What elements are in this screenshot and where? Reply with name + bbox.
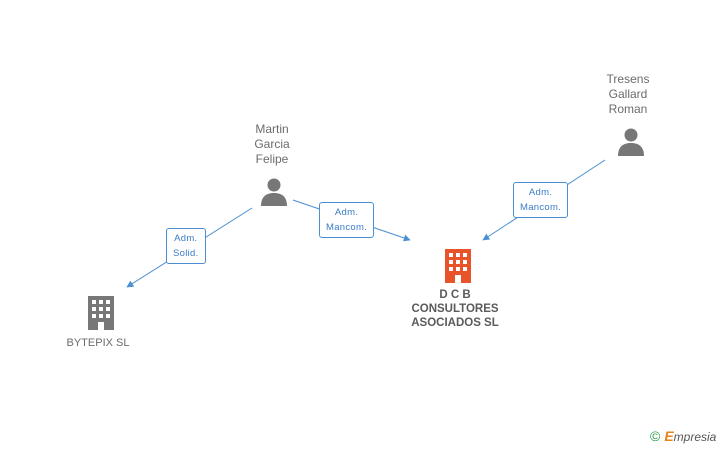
- copyright-footer: © Empresia: [650, 428, 716, 444]
- building-icon[interactable]: [86, 296, 116, 330]
- person-icon[interactable]: [259, 177, 289, 207]
- role-label-adm-mancom: Adm. Mancom.: [513, 182, 569, 218]
- person-name-tresens[interactable]: Tresens Gallard Roman: [606, 72, 650, 116]
- company-name-bytepix[interactable]: BYTEPIX SL: [66, 337, 130, 349]
- building-icon[interactable]: [443, 249, 473, 283]
- role-label-adm-solid: Adm. Solid.: [166, 228, 206, 264]
- role-label-adm-mancom: Adm. Mancom.: [319, 202, 375, 238]
- copyright-icon: ©: [650, 428, 661, 444]
- person-icon[interactable]: [616, 127, 646, 157]
- person-name-martin[interactable]: Martin Garcia Felipe: [254, 122, 290, 166]
- company-name-dcb[interactable]: D C B CONSULTORES ASOCIADOS SL: [411, 289, 499, 329]
- brand-logo: Empresia: [664, 428, 717, 444]
